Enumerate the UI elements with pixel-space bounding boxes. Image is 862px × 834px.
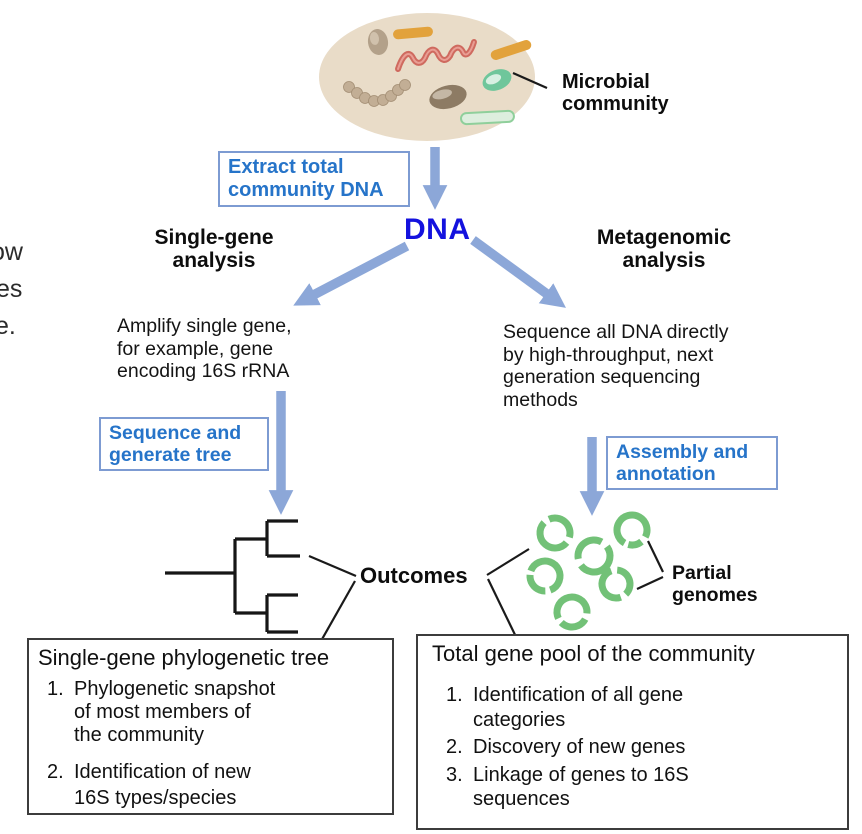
dna-label: DNA [404,213,471,246]
outcomes-to-tree-line [308,554,357,578]
phylogenetic-tree-drawing [165,519,300,634]
assembly-annotation-callout: Assembly and annotation [606,436,778,490]
green-oval-bacterium [482,69,512,91]
single-gene-outcome-box: Single-gene phylogenetic tree 1. Phyloge… [27,638,394,815]
item-text: Identification of new 16S types/species [74,761,251,809]
item-text: Linkage of genes to 16S sequences [473,763,689,811]
outcomes-to-genomes-line [486,548,530,576]
partial-genomes-pointer-lower [636,576,664,590]
outcome-list-item: 2. Identification of new 16S types/speci… [29,759,392,811]
orange-rod-bacterium [393,26,433,40]
left-edge-text-fragment: e. [0,312,16,340]
spirochete-bacterium [395,39,477,72]
partial-genome-ring [536,514,574,552]
cocci-chain-bacterium [343,79,411,107]
microbial-community-label: Microbial community [562,71,669,115]
item-number: 1. [446,684,463,706]
left-edge-text-fragment: es [0,275,23,303]
partial-genomes-label: Partial genomes [672,562,758,606]
coccus-bacterium [367,29,389,55]
outcome-list-item: 1. Phylogenetic snapshot of most members… [29,678,392,747]
partial-genome-ring [574,536,614,576]
outcomes-to-left-box-line [320,580,356,642]
light-green-rod-bacterium [460,109,515,126]
outcome-list-item: 3. Linkage of genes to 16S sequences [418,763,847,812]
metagenomic-description: Sequence all DNA directly by high-throug… [503,321,729,411]
partial-genome-ring [526,557,564,595]
item-text: Phylogenetic snapshot of most members of… [74,678,276,746]
left-edge-text-fragment: ow [0,238,23,266]
metagenomic-outcome-title: Total gene pool of the community [432,641,755,666]
metagenomic-analysis-heading: Metagenomic analysis [596,226,732,272]
partial-genomes-pointer-upper [647,540,664,573]
partial-genome-ring [613,511,651,549]
item-number: 3. [446,763,463,786]
outcome-list-item: 2. Discovery of new genes [418,735,847,760]
metagenomic-outcome-box: Total gene pool of the community 1. Iden… [416,634,849,830]
outcomes-to-right-box-line [487,578,520,644]
item-number: 2. [446,736,463,758]
single-gene-analysis-heading: Single-gene analysis [154,226,274,272]
brown-oval-bacterium [429,84,467,110]
item-number: 1. [47,678,64,700]
item-text: Identification of all gene categories [473,684,684,731]
outcome-list-item: 1. Identification of all gene categories [418,683,847,732]
single-gene-branch-arrow [293,241,410,306]
extract-dna-callout: Extract total community DNA [218,151,410,207]
orange-rod-bacterium [490,40,532,60]
item-text: Discovery of new genes [473,736,686,758]
outcomes-label: Outcomes [360,563,468,588]
metagenomic-branch-arrow [470,236,566,308]
item-number: 2. [47,761,64,783]
sequence-generate-tree-callout: Sequence and generate tree [99,417,269,471]
partial-genome-ring [553,593,591,631]
microbial-label-pointer-line [512,71,548,90]
partial-genome-ring [598,566,634,602]
single-gene-outcome-title: Single-gene phylogenetic tree [38,645,330,670]
single-gene-description: Amplify single gene, for example, gene e… [117,315,292,382]
